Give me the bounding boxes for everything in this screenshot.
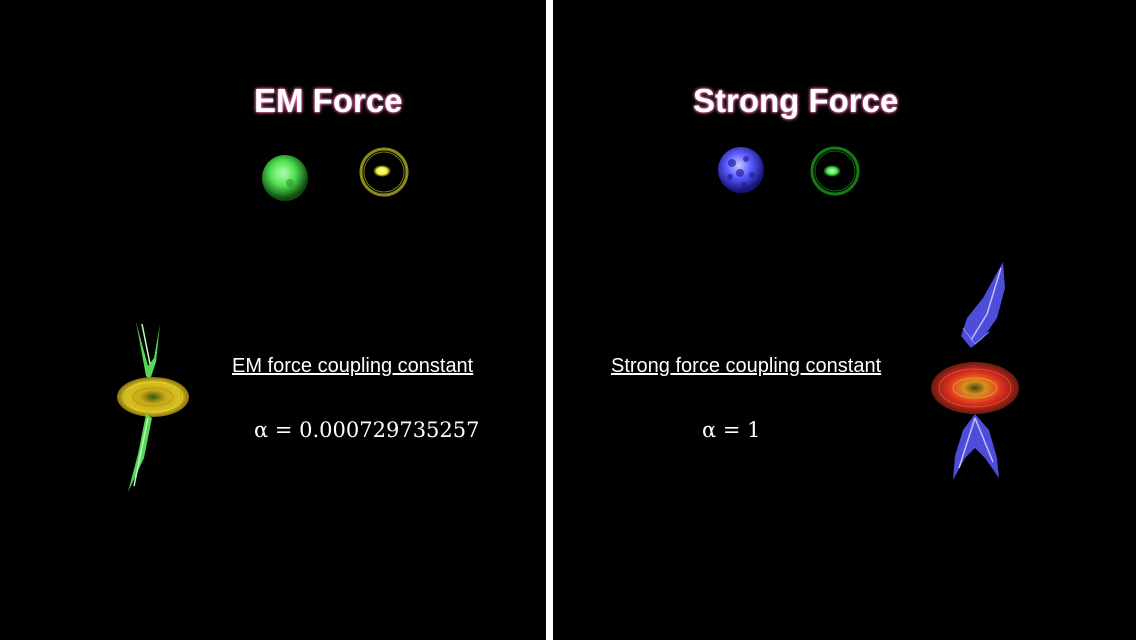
strong-force-title: Strong Force <box>693 82 899 119</box>
strong-alpha-equation: α = 1 <box>702 418 761 442</box>
em-force-panel: EM Force <box>0 0 546 640</box>
panel-divider <box>546 0 553 640</box>
strong-force-panel: Strong Force <box>553 0 1136 640</box>
green-sphere-icon <box>259 152 311 204</box>
em-interaction-icon <box>112 318 194 496</box>
em-alpha-equation: α = 0.000729735257 <box>254 418 480 442</box>
blue-sphere-icon <box>716 145 766 195</box>
strong-interaction-icon <box>927 258 1025 486</box>
em-coupling-label: EM force coupling constant <box>232 355 474 377</box>
strong-coupling-label: Strong force coupling constant <box>611 355 882 377</box>
green-ring-particle-icon <box>808 144 862 198</box>
em-force-title: EM Force <box>254 82 403 119</box>
yellow-ring-particle-icon <box>357 145 411 199</box>
